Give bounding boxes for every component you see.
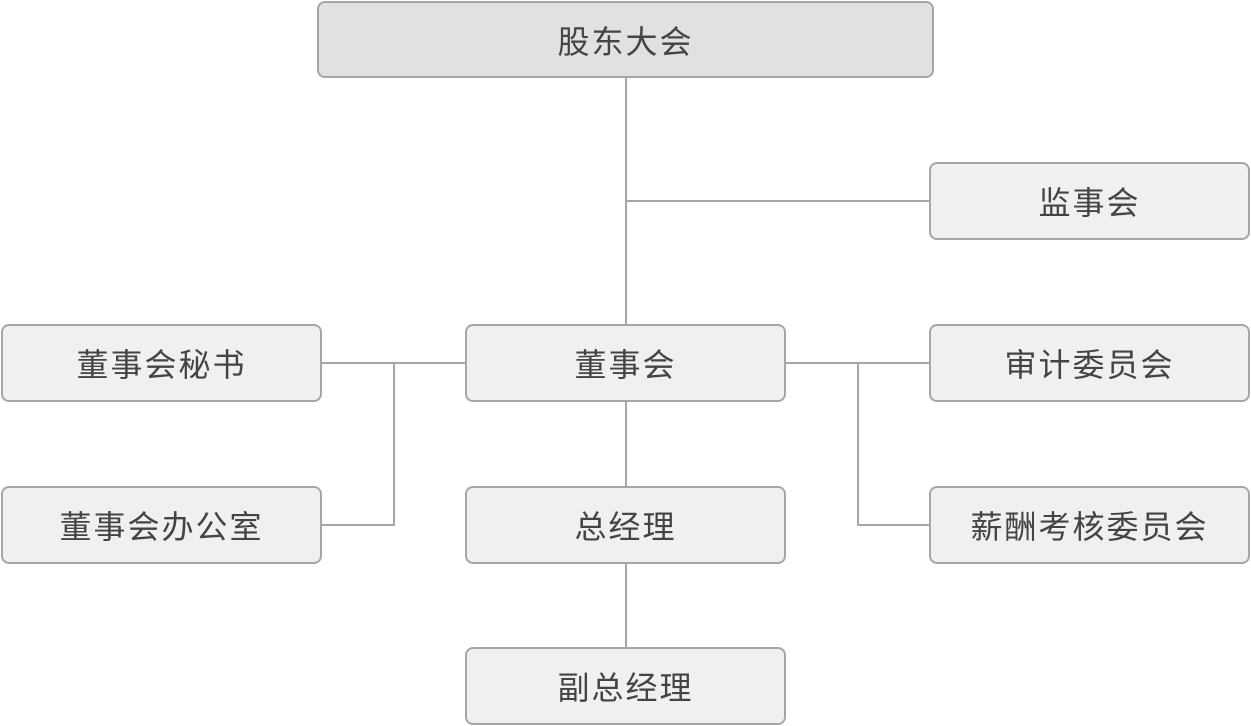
node-supervisory-board: 监事会 <box>929 162 1250 240</box>
node-board-secretary: 董事会秘书 <box>1 324 322 402</box>
node-board-office: 董事会办公室 <box>1 486 322 564</box>
node-label: 董事会办公室 <box>59 508 264 546</box>
node-deputy-general-manager: 副总经理 <box>465 647 786 725</box>
node-label: 董事会秘书 <box>76 346 247 384</box>
node-general-manager: 总经理 <box>465 486 786 564</box>
node-general-meeting: 股东大会 <box>317 1 934 78</box>
node-label: 审计委员会 <box>1004 346 1175 384</box>
node-remuneration-committee: 薪酬考核委员会 <box>929 486 1250 564</box>
node-label: 薪酬考核委员会 <box>970 508 1209 546</box>
node-label: 股东大会 <box>557 22 694 61</box>
node-board-of-directors: 董事会 <box>465 324 786 402</box>
node-label: 副总经理 <box>557 669 694 707</box>
node-label: 董事会 <box>574 346 677 384</box>
node-label: 监事会 <box>1038 184 1141 222</box>
node-label: 总经理 <box>574 508 677 546</box>
node-audit-committee: 审计委员会 <box>929 324 1250 402</box>
